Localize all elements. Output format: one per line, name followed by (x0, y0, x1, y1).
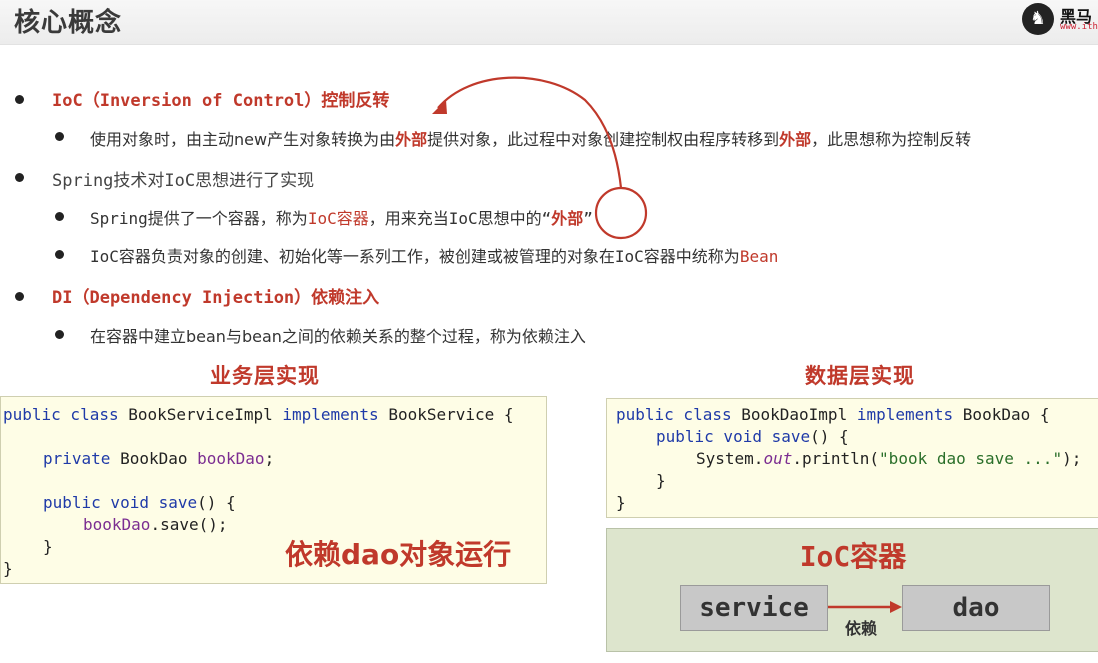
spring-heading: Spring技术对IoC思想进行了实现 (52, 171, 315, 191)
bullet-dot (15, 95, 24, 104)
logo-url: www.ith (1060, 22, 1098, 32)
bullet-dot (15, 173, 24, 182)
service-code-block: public class BookServiceImpl implements … (0, 396, 547, 584)
dao-code-block: public class BookDaoImpl implements Book… (606, 398, 1098, 518)
dependency-arrow-icon (828, 601, 902, 613)
brand-logo: ♞ 黑马 www.ith (1020, 2, 1098, 38)
dependency-note: 依赖dao对象运行 (285, 538, 512, 571)
bullet-dot (55, 132, 64, 141)
highlight-ioc-container: IoC容器 (307, 209, 369, 228)
dao-component: dao (902, 585, 1050, 631)
spring-desc-1: Spring提供了一个容器，称为IoC容器，用来充当IoC思想中的“外部” (90, 209, 593, 228)
highlight-external: 外部 (551, 209, 584, 228)
page-title: 核心概念 (14, 8, 123, 38)
spring-desc-2: IoC容器负责对象的创建、初始化等一系列工作，被创建或被管理的对象在IoC容器中… (90, 247, 779, 266)
highlight-bean: Bean (739, 247, 779, 266)
annotation-arrow (437, 76, 623, 189)
ioc-heading: IoC（Inversion of Control）控制反转 (52, 86, 389, 111)
di-heading: DI（Dependency Injection）依赖注入 (52, 283, 379, 308)
horse-logo-icon: ♞ (1022, 3, 1054, 35)
annotation-circle (594, 186, 648, 240)
title-bar: 核心概念 ♞ 黑马 www.ith (0, 0, 1098, 45)
ioc-description: 使用对象时，由主动new产生对象转换为由外部提供对象，此过程中对象创建控制权由程… (90, 130, 972, 149)
bullet-dot (15, 292, 24, 301)
bullet-dot (55, 250, 64, 259)
ioc-term-cn: 控制反转 (321, 91, 390, 111)
dao-section-heading: 数据层实现 (805, 364, 915, 388)
di-term: DI（Dependency Injection） (52, 288, 312, 308)
arrow-head-icon (432, 100, 447, 114)
di-term-cn: 依赖注入 (311, 288, 380, 308)
highlight-external: 外部 (395, 130, 428, 149)
ioc-container-title: IoC容器 (799, 540, 907, 573)
ioc-term: IoC（Inversion of Control） (52, 91, 322, 111)
ioc-container-diagram: IoC容器 service dao 依赖 (606, 528, 1098, 652)
bullet-dot (55, 212, 64, 221)
highlight-external: 外部 (779, 130, 812, 149)
logo-text: 黑马 (1060, 7, 1093, 26)
service-section-heading: 业务层实现 (210, 364, 320, 388)
dependency-label: 依赖 (845, 619, 878, 638)
bullet-dot (55, 330, 64, 339)
service-component: service (680, 585, 828, 631)
di-description: 在容器中建立bean与bean之间的依赖关系的整个过程，称为依赖注入 (90, 327, 586, 346)
